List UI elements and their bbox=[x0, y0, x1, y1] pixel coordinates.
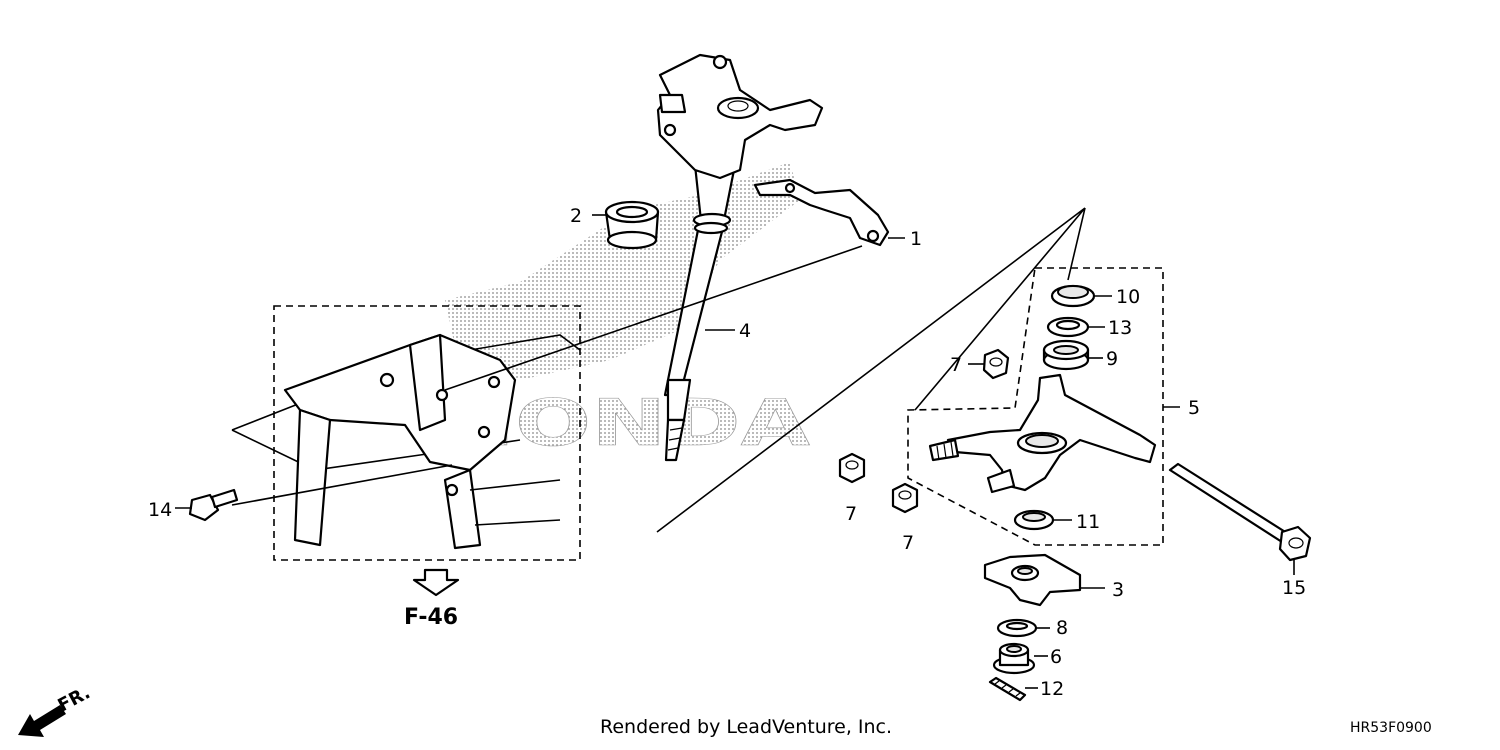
part-3-plate bbox=[983, 553, 1105, 607]
callout-13: 13 bbox=[1108, 317, 1132, 339]
frame-drawing bbox=[231, 333, 581, 550]
part-7-nut-left bbox=[838, 452, 866, 484]
callout-7-right: 7 bbox=[902, 532, 914, 554]
callout-2: 2 bbox=[570, 205, 582, 227]
callout-4: 4 bbox=[739, 320, 751, 342]
callout-3: 3 bbox=[1112, 579, 1124, 601]
part-14-bolt bbox=[175, 488, 239, 522]
front-direction-indicator: FR. bbox=[18, 682, 94, 737]
part-11-seal bbox=[1013, 509, 1072, 531]
arm-assembly-box bbox=[907, 267, 1180, 546]
callout-7-top: 7 bbox=[950, 354, 962, 376]
part-7-nut-right bbox=[891, 482, 919, 514]
frame-dashed-box bbox=[273, 305, 581, 561]
part-5-arm bbox=[928, 373, 1157, 494]
part-8-washer bbox=[996, 618, 1050, 638]
part-12-pin bbox=[988, 676, 1038, 702]
callout-11: 11 bbox=[1076, 511, 1100, 533]
frame-reference-group: F-46 bbox=[231, 305, 581, 630]
callout-8: 8 bbox=[1056, 617, 1068, 639]
part-10-washer bbox=[1050, 284, 1112, 308]
frame-reference-label: F-46 bbox=[404, 605, 458, 630]
part-7-nut-top bbox=[968, 348, 1010, 380]
down-arrow-icon bbox=[412, 568, 460, 597]
credit-text: Rendered by LeadVenture, Inc. bbox=[600, 716, 892, 738]
part-2-bushing bbox=[592, 200, 660, 250]
callout-6: 6 bbox=[1050, 646, 1062, 668]
callout-15: 15 bbox=[1282, 577, 1306, 599]
steering-shaft bbox=[656, 53, 824, 462]
part-13-seal bbox=[1046, 316, 1105, 338]
callout-14: 14 bbox=[148, 499, 172, 521]
part-1-clamp bbox=[753, 178, 905, 247]
callout-12: 12 bbox=[1040, 678, 1064, 700]
callout-1: 1 bbox=[910, 228, 922, 250]
diagram-code: HR53F0900 bbox=[1350, 720, 1432, 736]
callout-7-left: 7 bbox=[845, 503, 857, 525]
part-9-bearing bbox=[1042, 339, 1103, 371]
callouts: 1 2 3 4 5 6 7 7 7 8 9 10 11 12 13 14 15 bbox=[148, 205, 1306, 700]
leader-lines bbox=[231, 207, 1086, 533]
callout-10: 10 bbox=[1116, 286, 1140, 308]
callout-5: 5 bbox=[1188, 397, 1200, 419]
part-15-long-bolt bbox=[1168, 462, 1312, 575]
callout-9: 9 bbox=[1106, 348, 1118, 370]
part-6-nut bbox=[992, 642, 1048, 675]
front-arrow-icon bbox=[18, 705, 66, 737]
